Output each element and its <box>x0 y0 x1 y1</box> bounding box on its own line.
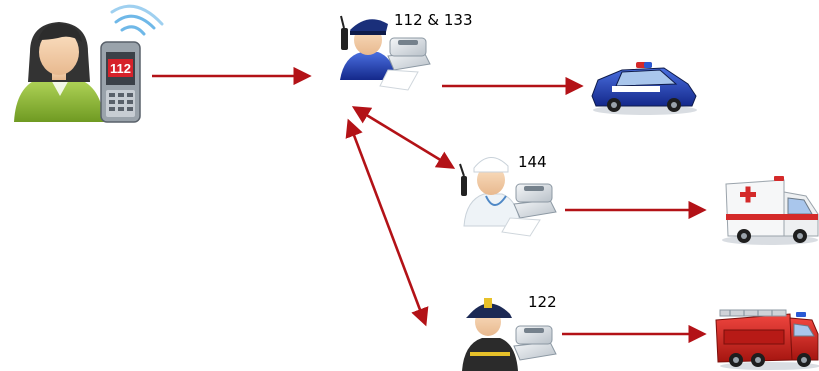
doctor-operator-with-telephone-icon <box>459 157 557 237</box>
phone-screen-text: 112 <box>110 61 131 76</box>
arrow-police-dispatcher-fire-dispatcher <box>345 118 429 327</box>
police-dispatcher-label: 112 & 133 <box>394 11 473 29</box>
mobile-phone-icon <box>100 41 141 123</box>
arrows <box>152 66 707 344</box>
police-car-icon <box>591 62 697 115</box>
medical-dispatcher-label: 144 <box>518 153 547 171</box>
firefighter-operator-with-telephone-icon <box>462 298 557 371</box>
arrow-police-dispatcher-medical-dispatcher <box>351 106 456 169</box>
police-operator-with-telephone-icon <box>340 15 431 91</box>
ambulance-icon <box>722 176 819 245</box>
fire-truck-icon <box>715 309 819 370</box>
fire-dispatcher-label: 122 <box>528 293 557 311</box>
woman-with-mobile-phone-icon <box>14 4 164 123</box>
